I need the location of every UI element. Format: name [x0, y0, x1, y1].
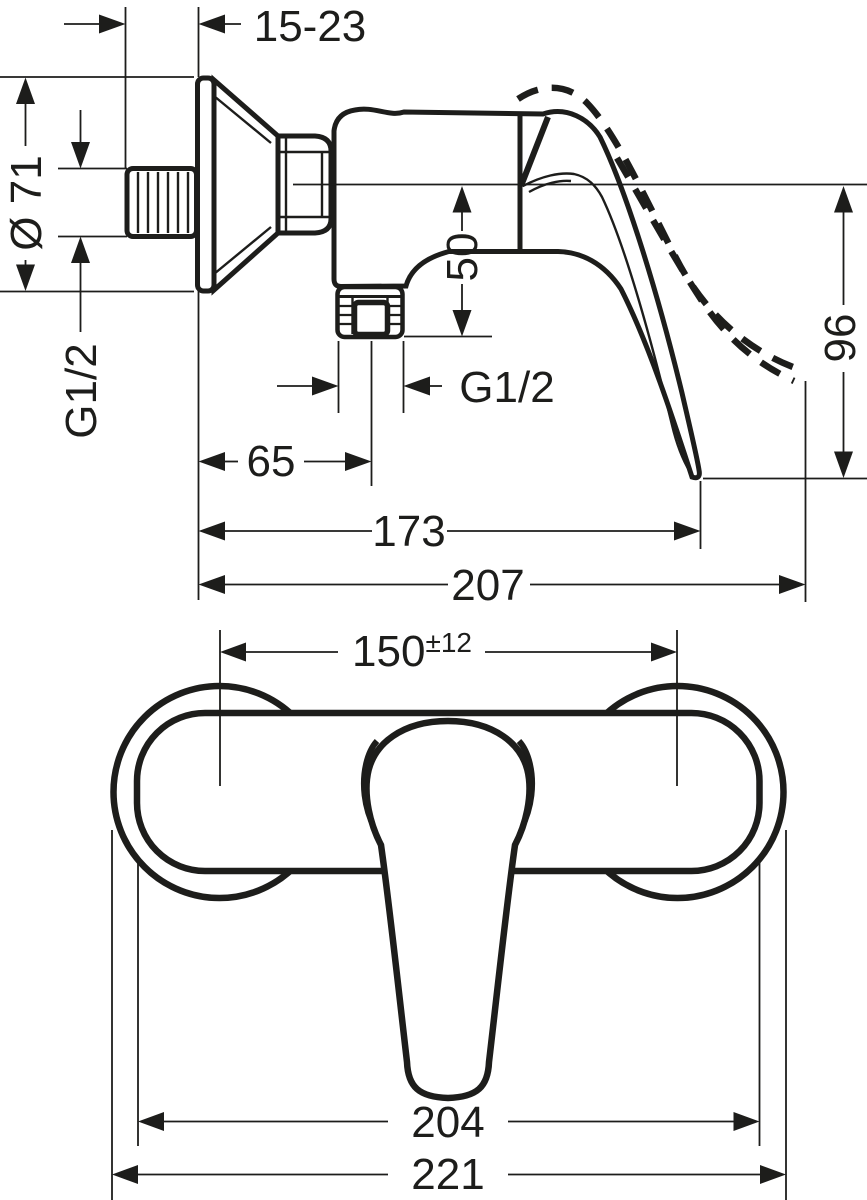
dim-handle-tip-drop: 96: [703, 186, 867, 480]
dim-label-wall-to-outlet-center: 65: [247, 437, 296, 486]
dim-label-wall-depth: 15-23: [254, 2, 367, 51]
dim-label-body-width: 204: [411, 1098, 484, 1147]
lever-blade-inner-line-2: [528, 179, 572, 194]
dim-connection-centers: 150±12: [219, 627, 678, 786]
dim-body-width: 204: [137, 858, 761, 1147]
dim-inlet-thread: G1/2: [57, 110, 127, 439]
dim-label-wall-to-handle-tip: 173: [372, 507, 445, 556]
shower-outlet: [335, 284, 405, 340]
dim-label-inlet-thread: G1/2: [57, 343, 106, 438]
lever-raised-inner-dashed: [614, 156, 796, 384]
dim-overall-width: 221: [111, 830, 787, 1200]
dim-label-handle-tip-drop: 96: [816, 314, 865, 363]
dim-wall-to-outlet-center: 65: [197, 291, 373, 600]
escutcheon-cone: [211, 74, 281, 296]
escutcheon-cone-inner-line: [213, 95, 272, 144]
mixer-body-and-lever: [331, 106, 702, 481]
dim-wall-depth-range: 15-23: [64, 2, 366, 168]
dim-label-connection-centers: 150±12: [352, 627, 472, 676]
lever-raised-outer-dashed: [516, 84, 803, 374]
outlet-thread-square: [351, 299, 391, 338]
lever-neck-edge: [518, 115, 551, 188]
escutcheon-cone-inner-line: [213, 226, 272, 275]
dim-label-escutcheon-diameter: Ø 71: [2, 155, 51, 250]
side-view: [124, 74, 867, 481]
dim-label-overall-width: 221: [411, 1150, 484, 1199]
dim-escutcheon-diameter: Ø 71: [0, 76, 194, 293]
dim-center-to-outlet: 50: [404, 186, 492, 338]
dim-outlet-thread: G1/2: [277, 341, 555, 413]
lever-front: [363, 717, 533, 1102]
dim-label-max-projection: 207: [451, 561, 524, 610]
front-view: [110, 682, 787, 1102]
dim-wall-to-handle-tip: 173: [198, 481, 702, 556]
inlet-thread-hatch: [136, 172, 190, 233]
dim-label-outlet-thread: G1/2: [459, 363, 554, 412]
lever-blade-inner-line: [522, 172, 692, 473]
dim-max-projection: 207: [198, 381, 807, 610]
dim-label-center-to-outlet: 50: [438, 233, 487, 282]
escutcheon-flange: [195, 75, 217, 294]
